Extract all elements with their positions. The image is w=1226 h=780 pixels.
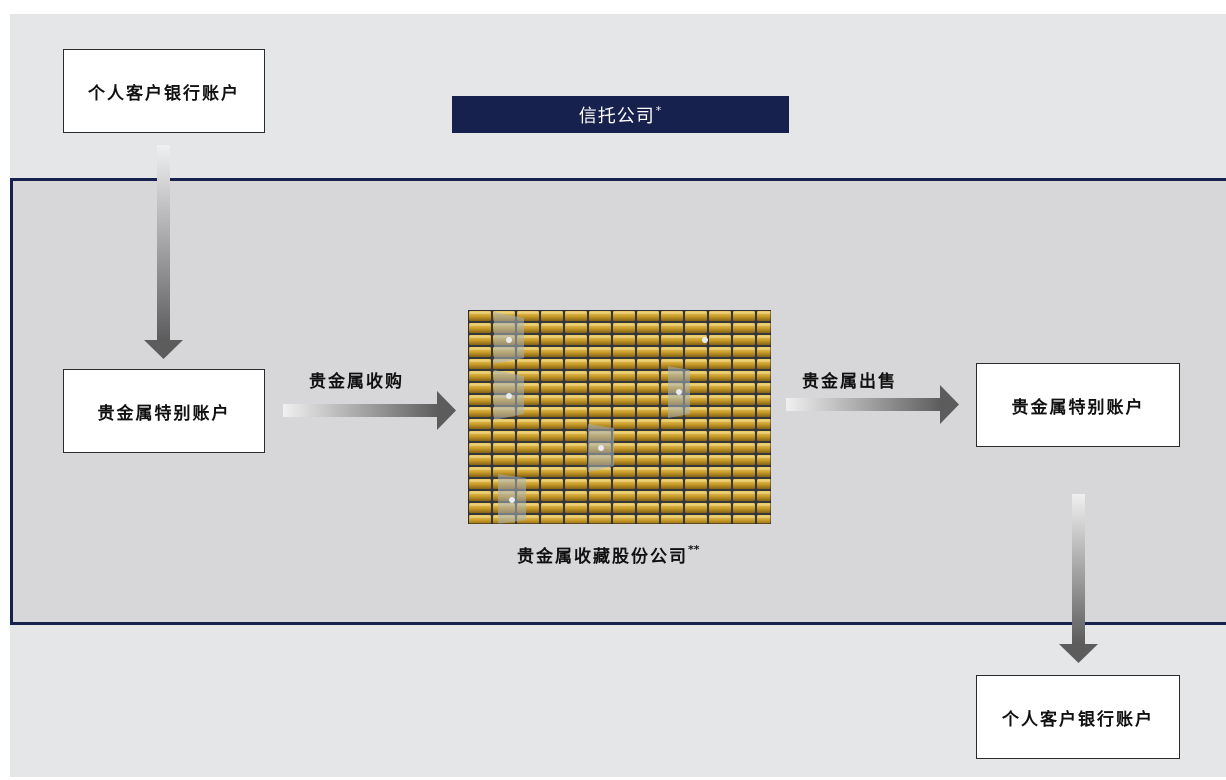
bottom-bank-account-label: 个人客户银行账户 [1002,709,1154,730]
bottom-bank-account-box: 个人客户银行账户 [976,675,1180,759]
purchase-label: 贵金属收购 [309,372,404,392]
top-bank-account-label: 个人客户银行账户 [88,83,240,104]
vault-caption: 贵金属收藏股份公司** [517,542,700,567]
arrow-sale [786,385,959,424]
trust-company-title: 信托公司 [578,105,655,127]
arrow-purchase [283,391,456,430]
right-special-account-box: 贵金属特别账户 [976,363,1180,447]
gold-vault-image [468,310,771,524]
arrow-special-to-bank [1059,494,1098,663]
right-special-account-label: 贵金属特别账户 [1011,397,1145,418]
arrow-bank-to-special [144,145,183,359]
trust-company-footnote-marker: * [655,104,663,117]
trust-company-banner: 信托公司* [452,96,789,133]
left-special-account-label: 贵金属特别账户 [97,403,231,424]
top-bank-account-box: 个人客户银行账户 [63,49,265,133]
vault-caption-text: 贵金属收藏股份公司 [517,547,688,567]
sale-label: 贵金属出售 [802,372,897,392]
left-special-account-box: 贵金属特别账户 [63,369,265,453]
vault-footnote-marker: ** [688,543,700,557]
